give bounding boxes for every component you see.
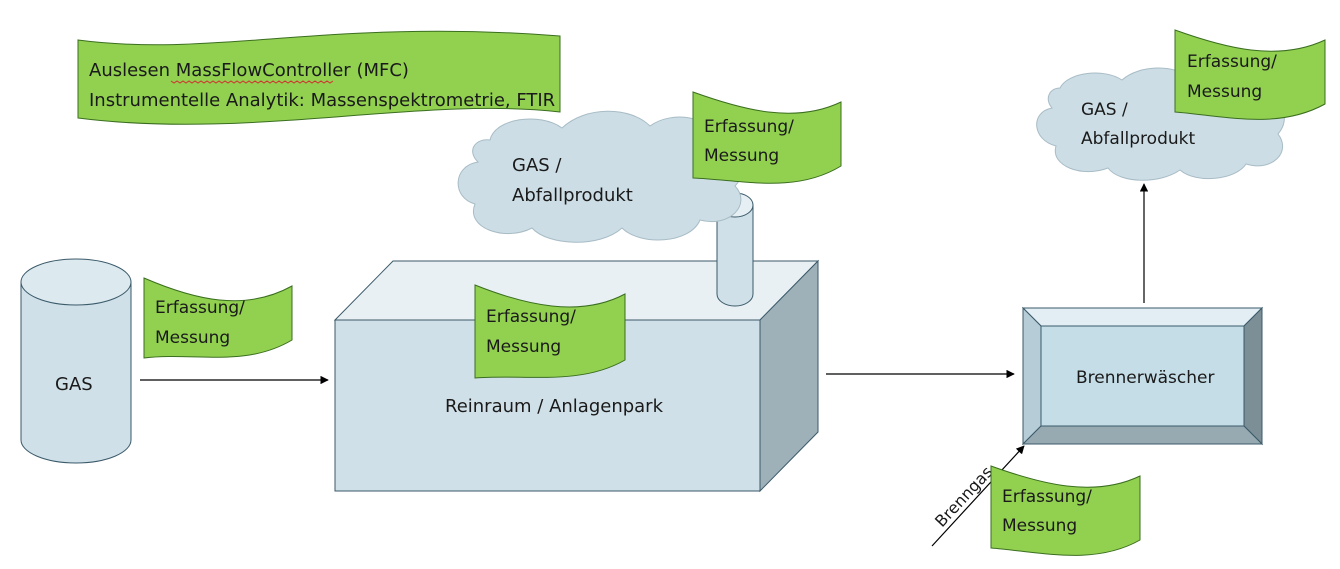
measurement-flag-cylinder: Erfassung/ Messung <box>143 277 293 359</box>
arrow-fuel-gas-to-scrubber <box>931 445 1025 547</box>
burner-scrubber-bevel-bottom <box>1021 425 1264 445</box>
exhaust-cloud-right-line1: GAS / <box>1081 100 1128 120</box>
fuel-gas-label: Brenngas <box>931 462 996 530</box>
measurement-flag-line1: Erfassung/ <box>1002 487 1092 507</box>
measurement-flag-line2: Messung <box>1002 516 1077 536</box>
measurement-flag-line2: Messung <box>155 328 230 348</box>
measurement-flag-exhaust: Erfassung/ Messung <box>692 91 842 184</box>
burner-scrubber: Brennerwäscher <box>1021 306 1264 446</box>
burner-scrubber-bevel-top <box>1021 307 1264 327</box>
measurement-flag-shape <box>990 465 1141 556</box>
gas-cylinder: GAS <box>20 258 132 464</box>
note-banner-shape <box>77 30 561 125</box>
measurement-flag-fuel-gas: Erfassung/ Messung <box>990 465 1141 556</box>
measurement-flag-line2: Messung <box>1187 82 1262 102</box>
note-banner-line1-suffix: (MFC) <box>351 60 409 81</box>
measurement-flag-shape <box>692 91 842 184</box>
measurement-flag-line2: Messung <box>704 146 779 166</box>
measurement-flag-cloud: Erfassung/ Messung <box>1174 29 1326 120</box>
gas-cylinder-body <box>20 281 132 464</box>
burner-scrubber-face <box>1040 325 1245 427</box>
measurement-flag-line1: Erfassung/ <box>1187 52 1277 72</box>
measurement-flag-line1: Erfassung/ <box>155 298 245 318</box>
exhaust-cloud-right-line2: Abfallprodukt <box>1081 129 1195 149</box>
measurement-flag-line1: Erfassung/ <box>486 307 576 327</box>
exhaust-cloud-center: GAS / Abfallprodukt <box>457 110 744 243</box>
exhaust-pipe-body <box>716 204 754 307</box>
note-banner-mfc-word: MassFlowController <box>176 60 352 81</box>
note-banner-line1: Auslesen MassFlowController (MFC) <box>89 60 409 81</box>
measurement-flag-line1: Erfassung/ <box>704 117 794 137</box>
spellcheck-underline <box>170 80 334 84</box>
measurement-flag-line2: Messung <box>486 337 561 357</box>
measurement-flag-shape <box>474 284 626 379</box>
burner-scrubber-bevel-right <box>1243 306 1263 446</box>
measurement-flag-shape <box>1174 29 1326 120</box>
burner-scrubber-label: Brennerwäscher <box>1076 368 1214 388</box>
exhaust-cloud-center-line1: GAS / <box>512 155 562 176</box>
gas-cylinder-top <box>20 258 132 306</box>
gas-cylinder-label: GAS <box>55 374 93 395</box>
exhaust-cloud-center-shape <box>457 110 744 243</box>
note-banner: Auslesen MassFlowController (MFC) Instru… <box>77 30 561 125</box>
measurement-flag-shape <box>143 277 293 359</box>
measurement-flag-cleanroom: Erfassung/ Messung <box>474 284 626 379</box>
note-banner-line1-prefix: Auslesen <box>89 60 176 81</box>
exhaust-cloud-center-line2: Abfallprodukt <box>512 185 633 206</box>
note-banner-line2: Instrumentelle Analytik: Massenspektrome… <box>89 90 555 111</box>
cleanroom-box-label: Reinraum / Anlagenpark <box>445 396 664 417</box>
burner-scrubber-bevel-left <box>1022 306 1042 446</box>
